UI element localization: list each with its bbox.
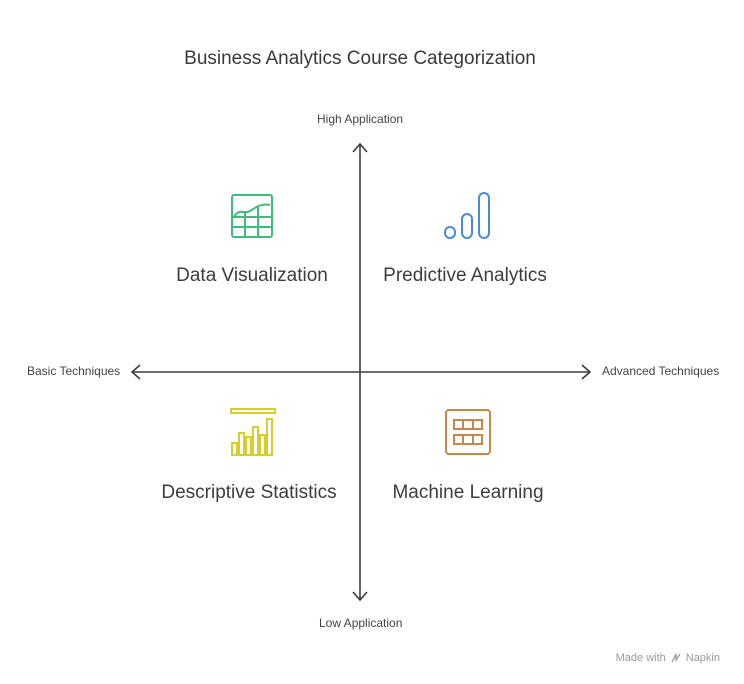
- napkin-brand-text: Napkin: [685, 652, 720, 664]
- quadrant-label-machine-learning: Machine Learning: [392, 482, 544, 503]
- made-with-text: Made with: [615, 652, 666, 664]
- napkin-logo-icon: [671, 653, 681, 663]
- axis-label-left: Basic Techniques: [27, 364, 121, 378]
- bar-signal-icon: [444, 192, 490, 239]
- cabinet-icon: [445, 409, 491, 455]
- grid-chart-icon: [231, 194, 273, 238]
- quadrant-label-predictive-analytics: Predictive Analytics: [383, 265, 547, 286]
- arrow-left-icon: [130, 364, 141, 380]
- bar-chart-icon: [230, 408, 276, 456]
- arrow-up-icon: [352, 142, 368, 153]
- axis-label-bottom: Low Application: [319, 616, 403, 630]
- quadrant-label-descriptive-statistics: Descriptive Statistics: [161, 482, 337, 503]
- axis-label-right: Advanced Techniques: [602, 364, 720, 378]
- arrow-down-icon: [352, 591, 368, 602]
- diagram-title: Business Analytics Course Categorization: [184, 48, 536, 69]
- quadrant-label-data-visualization: Data Visualization: [176, 265, 328, 286]
- arrow-right-icon: [581, 364, 592, 380]
- napkin-watermark: Made with Napkin: [616, 652, 720, 664]
- axis-label-top: High Application: [317, 112, 404, 126]
